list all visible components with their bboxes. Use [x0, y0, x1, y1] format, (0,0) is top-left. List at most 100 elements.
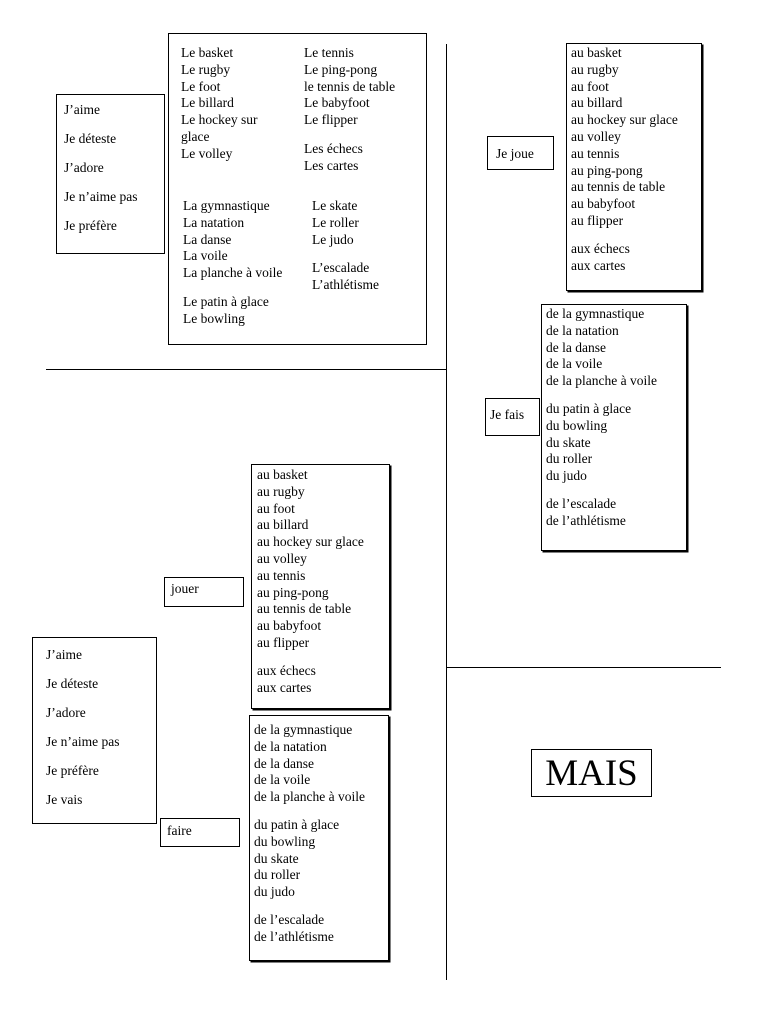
jouer-label: jouer — [171, 581, 199, 596]
noun-item: Le basket — [181, 45, 234, 60]
noun-item: Le patin à glace — [183, 294, 269, 309]
du-item: du bowling — [254, 833, 316, 849]
de-item: de la voile — [254, 772, 311, 788]
noun-item: Le billard — [181, 95, 234, 111]
verb-item: Je préfère — [64, 218, 117, 233]
au-item: au tennis de table — [571, 179, 666, 195]
au-item: au volley — [257, 550, 307, 566]
noun-item: Le rugby — [181, 61, 231, 77]
au-item: au flipper — [257, 634, 310, 650]
du-item: du judo — [254, 884, 295, 900]
de-item: de la natation — [254, 738, 327, 754]
horizontal-divider-left — [46, 369, 446, 370]
noun-item: Le flipper — [304, 112, 358, 128]
noun-item: La danse — [183, 231, 232, 247]
je-joue-label: Je joue — [496, 146, 534, 161]
aux-item: aux cartes — [571, 257, 626, 273]
noun-item: Le hockey sur — [181, 112, 258, 128]
noun-item: Le judo — [312, 231, 354, 247]
verb-item: J’aime — [46, 647, 82, 662]
de-item: de la danse — [254, 755, 314, 771]
verb-item: Je n’aime pas — [46, 734, 120, 749]
au-item: au babyfoot — [571, 196, 636, 212]
au-item: au basket — [571, 45, 622, 60]
au-list-bottom-a: au basket au rugby au foot au billard au… — [257, 467, 364, 696]
au-item: au volley — [571, 128, 621, 144]
verbs-list-bottom: J’aime Je déteste J’adore Je n’aime pas … — [46, 640, 119, 814]
noun-item: glace — [181, 128, 210, 144]
jouer-box: jouer — [164, 577, 244, 607]
au-list-box-top: au basket au rugby au foot au billard au… — [566, 43, 702, 291]
au-item: au basket — [257, 467, 308, 482]
au-item: au hockey sur glace — [571, 112, 678, 128]
verb-item: J’adore — [64, 160, 104, 175]
au-item: au ping-pong — [257, 584, 329, 600]
nouns-box: Le basket Le rugby Le foot Le billard Le… — [168, 33, 427, 345]
du-item: du roller — [254, 867, 301, 883]
au-list-a: au basket au rugby au foot au billard au… — [571, 45, 678, 274]
du-item: du roller — [546, 451, 593, 467]
verbs-box-top: J’aime Je déteste J’adore Je n’aime pas … — [56, 94, 165, 254]
du-item: du skate — [546, 434, 591, 450]
noun-item: le tennis de table — [304, 78, 396, 94]
je-fais-box: Je fais — [485, 398, 540, 436]
au-item: au rugby — [571, 61, 619, 77]
verb-item: Je préfère — [46, 763, 99, 778]
au-item: au hockey sur glace — [257, 534, 364, 550]
aux-item: aux échecs — [571, 240, 630, 256]
du-item: du patin à glace — [546, 400, 632, 416]
verb-item: Je vais — [46, 792, 83, 807]
au-item: au flipper — [571, 212, 624, 228]
du-item: du bowling — [546, 417, 608, 433]
noun-item: Le babyfoot — [304, 95, 370, 111]
noun-item: Le foot — [181, 78, 221, 94]
noun-item: Les échecs — [304, 141, 363, 156]
de-item: de la planche à voile — [254, 789, 365, 805]
au-item: au ping-pong — [571, 162, 643, 178]
au-item: au foot — [571, 78, 609, 94]
aux-item: aux échecs — [257, 662, 316, 678]
du-item: du skate — [254, 850, 299, 866]
verbs-list: J’aime Je déteste J’adore Je n’aime pas … — [64, 95, 137, 240]
noun-item: L’escalade — [312, 260, 370, 275]
noun-item: Le tennis — [304, 45, 354, 60]
de-item: de l’athlétisme — [546, 512, 626, 528]
noun-item: Le skate — [312, 198, 358, 213]
de-item: de la natation — [546, 322, 619, 338]
noun-item: Le roller — [312, 214, 359, 230]
du-item: du judo — [546, 468, 587, 484]
noun-item: Le volley — [181, 145, 233, 161]
faire-box: faire — [160, 818, 240, 847]
du-item: du patin à glace — [254, 816, 340, 832]
nouns-col2-d: L’escalade L’athlétisme — [312, 260, 379, 294]
noun-item: La planche à voile — [183, 265, 283, 281]
faire-label: faire — [167, 823, 192, 838]
mais-label: MAIS — [545, 752, 638, 794]
de-list: de la gymnastique de la natation de la d… — [546, 306, 657, 530]
aux-item: aux cartes — [257, 679, 312, 695]
nouns-col1-c: Le patin à glace Le bowling — [183, 294, 269, 328]
au-item: au billard — [571, 95, 623, 111]
de-list-box-top: de la gymnastique de la natation de la d… — [541, 304, 687, 551]
au-item: au billard — [257, 517, 309, 533]
nouns-col2-a: Le tennis Le ping-pong le tennis de tabl… — [304, 45, 395, 129]
noun-item: Le bowling — [183, 310, 245, 326]
noun-item: La voile — [183, 248, 228, 264]
au-item: au babyfoot — [257, 618, 322, 634]
verb-item: Je déteste — [64, 131, 117, 146]
vertical-divider — [446, 44, 447, 980]
de-item: de l’escalade — [254, 911, 325, 927]
de-item: de la gymnastique — [254, 722, 353, 737]
noun-item: Le ping-pong — [304, 61, 378, 77]
verbs-box-bottom: J’aime Je déteste J’adore Je n’aime pas … — [32, 637, 157, 824]
nouns-col1-a: Le basket Le rugby Le foot Le billard Le… — [181, 45, 257, 163]
noun-item: Les cartes — [304, 157, 359, 173]
de-item: de l’athlétisme — [254, 928, 334, 944]
de-item: de la voile — [546, 356, 603, 372]
verb-item: Je n’aime pas — [64, 189, 138, 204]
mais-box: MAIS — [531, 749, 652, 797]
noun-item: La gymnastique — [183, 198, 270, 213]
de-item: de l’escalade — [546, 495, 617, 511]
nouns-col2-b: Les échecs Les cartes — [304, 141, 363, 175]
nouns-col1-b: La gymnastique La natation La danse La v… — [183, 198, 282, 282]
